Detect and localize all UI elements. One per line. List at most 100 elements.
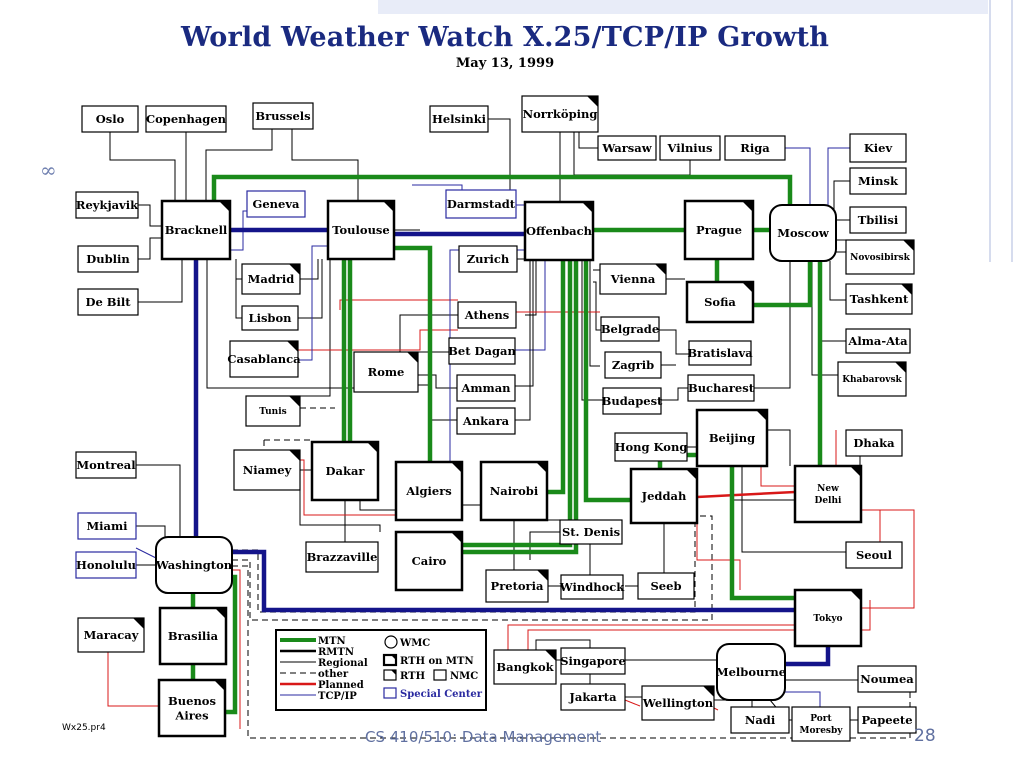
- node-belgrade: Belgrade: [600, 316, 660, 342]
- rth-corner-icon: [536, 462, 547, 473]
- node-label: Rome: [368, 365, 405, 379]
- legend-line-label: RMTN: [318, 647, 354, 658]
- node-bangkok: Bangkok: [493, 649, 557, 685]
- node-box: [604, 351, 662, 379]
- node-box: [695, 408, 769, 468]
- node-box: [75, 551, 137, 579]
- legend-symbol-box-plain-icon: [433, 669, 447, 681]
- node-papeete: Papeete: [857, 706, 917, 734]
- node-moscow: Moscow: [769, 204, 837, 262]
- rth-corner-icon: [545, 650, 556, 661]
- legend-line-label: other: [318, 669, 349, 680]
- node-label: Dakar: [326, 464, 366, 478]
- node-label: Singapore: [560, 654, 626, 668]
- node-label: Algiers: [405, 484, 452, 498]
- link-rmtn: [232, 549, 795, 613]
- legend-symbol-circle-icon: [384, 635, 398, 649]
- node-prague: Prague: [683, 199, 755, 261]
- node-bracknell: Bracknell: [160, 199, 232, 261]
- link-reg: [578, 132, 598, 149]
- node-box: [429, 105, 489, 133]
- legend-symbol-label: RTH on MTN: [400, 656, 474, 667]
- node-vilnius: Vilnius: [659, 135, 721, 161]
- node-bucharest: Bucharest: [687, 374, 755, 402]
- node-label: Bucharest: [688, 381, 755, 395]
- node-box: [602, 387, 662, 415]
- node-montreal: Montreal: [75, 451, 137, 479]
- node-label: St. Denis: [562, 525, 620, 539]
- node-box: [599, 263, 667, 295]
- node-label: Tbilisi: [858, 213, 899, 227]
- node-seoul: Seoul: [845, 541, 903, 569]
- node-beijing: Beijing: [695, 408, 769, 468]
- link-tcp: [785, 691, 821, 707]
- node-dakar: Dakar: [310, 440, 380, 502]
- node-box: [77, 512, 137, 540]
- node-label: Dhaka: [853, 436, 895, 450]
- node-box: [75, 191, 139, 219]
- node-amman: Amman: [456, 374, 516, 402]
- node-box: [683, 199, 755, 261]
- link-reg: [359, 500, 396, 511]
- node-box: [252, 102, 314, 130]
- node-betdagan: Bet Dagan: [448, 337, 516, 365]
- node-label: Seeb: [651, 579, 682, 593]
- node-label: Casablanca: [227, 352, 301, 366]
- node-label: Jakarta: [568, 690, 617, 704]
- link-mtn: [462, 260, 579, 555]
- node-box: [559, 519, 623, 545]
- node-label: Minsk: [858, 174, 899, 188]
- node-box: [849, 167, 907, 195]
- node-jeddah: Jeddah: [629, 467, 699, 525]
- rth-corner-icon: [367, 442, 378, 453]
- node-box: [845, 541, 903, 569]
- link-reg: [819, 261, 846, 342]
- rth-corner-icon: [901, 284, 912, 295]
- node-box: [233, 449, 301, 491]
- node-tokyo: Tokyo: [793, 588, 863, 648]
- node-geneva: Geneva: [246, 190, 306, 218]
- page-number: 28: [914, 726, 936, 746]
- node-box: [145, 105, 227, 133]
- node-athens: Athens: [457, 301, 517, 329]
- node-label: Norrköping: [523, 107, 598, 121]
- link-plan2: [696, 490, 796, 499]
- link-plan: [624, 699, 641, 707]
- node-niamey: Niamey: [233, 449, 301, 491]
- node-hongkong: Hong Kong: [614, 432, 688, 462]
- rth-corner-icon: [289, 396, 300, 407]
- node-label: Sofia: [704, 295, 736, 309]
- node-algiers: Algiers: [394, 460, 464, 522]
- link-reg: [399, 314, 458, 352]
- node-label: Bangkok: [496, 660, 554, 674]
- link-reg: [138, 237, 162, 260]
- node-box: [597, 135, 657, 161]
- legend-corner-icon: [391, 655, 396, 660]
- node-nairobi: Nairobi: [479, 460, 549, 522]
- node-darmstadt: Darmstadt: [445, 189, 517, 219]
- rth-corner-icon: [582, 202, 593, 213]
- link-mtn: [394, 245, 433, 462]
- link-plan: [696, 523, 741, 590]
- link-plan: [713, 707, 719, 711]
- node-label: Moscow: [777, 226, 830, 240]
- node-box: [75, 451, 137, 479]
- node-label: Zagrib: [612, 358, 654, 372]
- link-reg: [136, 464, 181, 542]
- link-mtn: [211, 174, 793, 205]
- node-box: [394, 460, 464, 522]
- slide-decoration: [378, 0, 1013, 262]
- legend-line-label: MTN: [318, 636, 346, 647]
- slide-bullet-icon: ∞: [40, 158, 57, 182]
- node-box: [310, 440, 380, 502]
- node-norrkoping: Norrköping: [521, 95, 599, 133]
- node-label: Honolulu: [76, 558, 136, 572]
- node-label: Geneva: [253, 197, 300, 211]
- node-box: [77, 245, 139, 273]
- node-sofia: Sofia: [685, 280, 755, 324]
- node-stdenis: St. Denis: [559, 519, 623, 545]
- node-box: [448, 337, 516, 365]
- rth-corner-icon: [289, 450, 300, 461]
- link-reg: [811, 261, 838, 376]
